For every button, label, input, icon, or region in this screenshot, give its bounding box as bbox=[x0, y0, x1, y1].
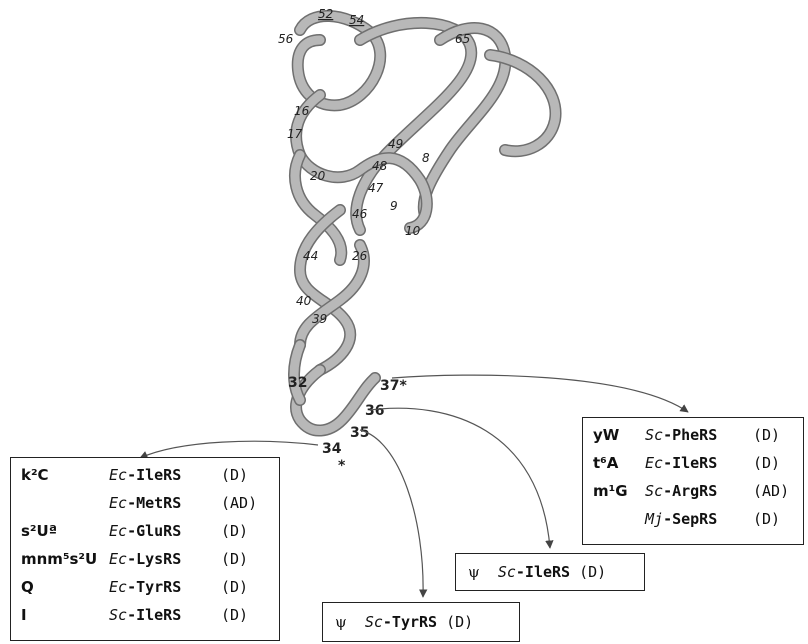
recognition-tag: (D) bbox=[753, 426, 781, 444]
residue-label: 49 bbox=[388, 137, 403, 151]
enzyme-name: Sc-PheRS bbox=[645, 426, 717, 444]
modification-name: mnm⁵s²U bbox=[21, 550, 98, 568]
enzyme-label: -GluRS bbox=[127, 522, 182, 540]
recognition-tag: (D) bbox=[221, 606, 249, 624]
connector-arrows bbox=[139, 374, 689, 598]
residue-label: 20 bbox=[310, 169, 326, 183]
modification-name: s²Uª bbox=[21, 522, 58, 540]
enzyme-name: Ec-LysRS bbox=[109, 550, 181, 568]
modification-name: t⁶A bbox=[593, 454, 619, 472]
residue-label: 46 bbox=[352, 207, 368, 221]
modification-box-bottom: ψ Sc-TyrRS (D) bbox=[322, 602, 520, 642]
species-abbrev: Ec bbox=[109, 466, 128, 484]
enzyme-label: -ArgRS bbox=[663, 482, 718, 500]
recognition-tag: (D) bbox=[221, 466, 249, 484]
recognition-tag: (D) bbox=[221, 522, 249, 540]
modification-name: k²C bbox=[21, 466, 49, 484]
modification-name: I bbox=[21, 606, 27, 624]
residue-label: 34 bbox=[322, 441, 342, 457]
species-abbrev: Ec bbox=[109, 550, 128, 568]
enzyme-label: -IleRS bbox=[663, 454, 718, 472]
arrow-to-bottom-box bbox=[359, 429, 428, 598]
residue-label: 54 bbox=[349, 13, 364, 27]
mid-species: Sc bbox=[497, 563, 516, 581]
recognition-tag: (D) bbox=[221, 550, 249, 568]
modification-name: m¹G bbox=[593, 482, 628, 500]
species-abbrev: Ec bbox=[109, 578, 128, 596]
enzyme-name: Ec-IleRS bbox=[109, 466, 181, 484]
modification-box-middle: ψ Sc-IleRS (D) bbox=[455, 553, 645, 591]
recognition-tag: (D) bbox=[753, 510, 781, 528]
enzyme-name: Sc-IleRS bbox=[109, 606, 181, 624]
residue-label: 9 bbox=[390, 199, 398, 213]
enzyme-label: -LysRS bbox=[127, 550, 182, 568]
residue-label: 40 bbox=[296, 294, 312, 308]
mid-enzyme: -IleRS bbox=[515, 563, 571, 581]
enzyme-label: -IleRS bbox=[127, 466, 182, 484]
recognition-tag: (AD) bbox=[221, 494, 258, 512]
residue-label: 56 bbox=[278, 32, 294, 46]
mid-tag: (D) bbox=[579, 563, 607, 581]
residue-label: 52 bbox=[318, 7, 333, 21]
enzyme-name: Mj-SepRS bbox=[645, 510, 717, 528]
arrow-to-right-box bbox=[391, 374, 689, 413]
residue-label: 35 bbox=[350, 425, 369, 441]
species-abbrev: Sc bbox=[645, 482, 664, 500]
enzyme-name: Sc-ArgRS bbox=[645, 482, 717, 500]
species-abbrev: Mj bbox=[645, 510, 664, 528]
residue-label: 26 bbox=[352, 249, 368, 263]
bottom-mod: ψ bbox=[335, 613, 347, 631]
species-abbrev: Sc bbox=[109, 606, 128, 624]
enzyme-name: Ec-MetRS bbox=[109, 494, 181, 512]
modification-name: Q bbox=[21, 578, 34, 596]
enzyme-label: -SepRS bbox=[663, 510, 718, 528]
residue-label: 17 bbox=[287, 127, 303, 141]
mid-mod: ψ bbox=[468, 563, 480, 581]
arrow-to-left-box bbox=[139, 440, 319, 459]
enzyme-name: Ec-IleRS bbox=[645, 454, 717, 472]
species-abbrev: Ec bbox=[109, 522, 128, 540]
recognition-tag: (AD) bbox=[753, 482, 790, 500]
residue-label: 8 bbox=[422, 151, 430, 165]
enzyme-name: Ec-GluRS bbox=[109, 522, 181, 540]
bottom-enzyme: -TyrRS bbox=[382, 613, 438, 631]
residue-label: 32 bbox=[288, 375, 307, 391]
residue-label: 39 bbox=[312, 312, 327, 326]
species-abbrev: Ec bbox=[109, 494, 128, 512]
enzyme-name: Ec-TyrRS bbox=[109, 578, 181, 596]
residue-label: 44 bbox=[303, 249, 318, 263]
bottom-species: Sc bbox=[364, 613, 383, 631]
residue-label: 37* bbox=[380, 378, 407, 394]
residue-label: 16 bbox=[294, 104, 310, 118]
arrow-to-mid-box bbox=[369, 407, 554, 549]
species-abbrev: Sc bbox=[645, 426, 664, 444]
enzyme-label: -PheRS bbox=[663, 426, 718, 444]
species-abbrev: Ec bbox=[645, 454, 664, 472]
enzyme-label: -MetRS bbox=[127, 494, 182, 512]
residue-label: 47 bbox=[368, 181, 384, 195]
residue-label: 48 bbox=[372, 159, 388, 173]
enzyme-label: -IleRS bbox=[127, 606, 182, 624]
residue-label: 36 bbox=[365, 403, 384, 419]
modification-name: yW bbox=[593, 426, 620, 444]
enzyme-label: -TyrRS bbox=[127, 578, 182, 596]
recognition-tag: (D) bbox=[753, 454, 781, 472]
residue-label: * bbox=[338, 458, 346, 474]
trna-ribbon bbox=[288, 10, 562, 437]
residue-label: 65 bbox=[455, 32, 470, 46]
recognition-tag: (D) bbox=[221, 578, 249, 596]
residue-label: 10 bbox=[405, 224, 421, 238]
bottom-tag: (D) bbox=[446, 613, 474, 631]
